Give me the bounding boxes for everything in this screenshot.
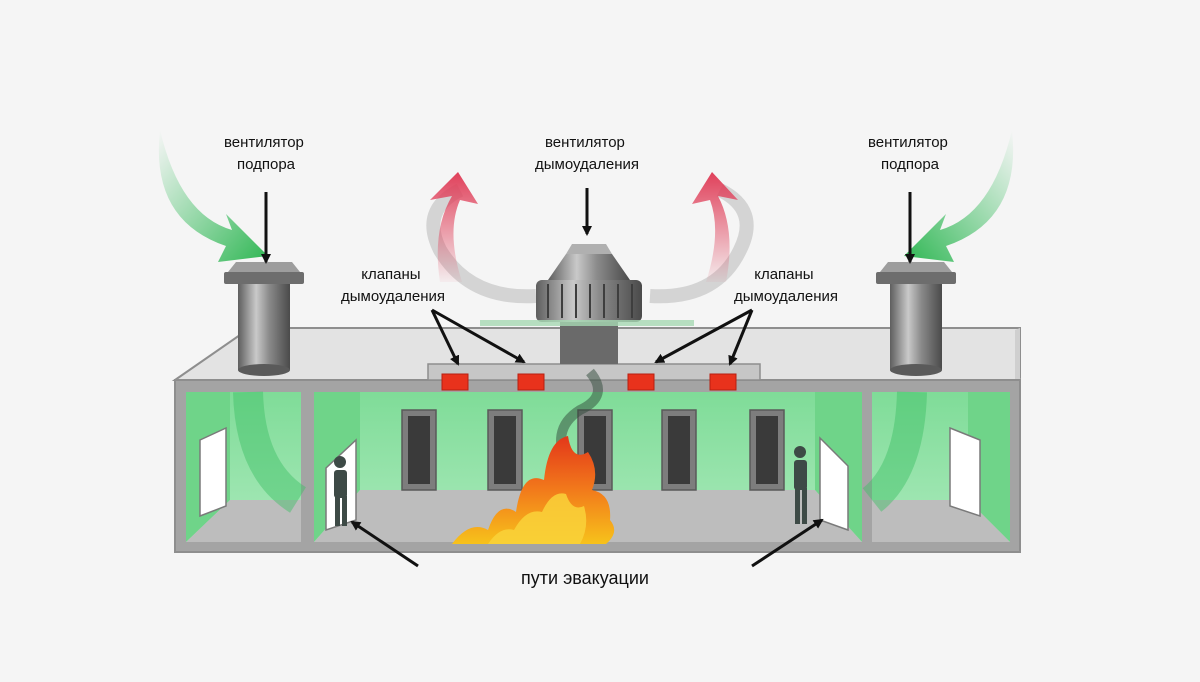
smoke-exhaust-left	[426, 172, 537, 304]
pointer-valve-3	[654, 308, 753, 364]
label-evacuation: пути эвакуации	[521, 568, 649, 588]
smoke-valves	[441, 373, 737, 391]
roof-side	[1015, 328, 1020, 380]
valve-2	[517, 373, 545, 391]
pointer-valve-4	[728, 309, 754, 366]
door-right-room	[949, 426, 981, 518]
label-supply-fan-right: вентилятор подпора	[868, 134, 952, 173]
smoke-exhaust-fan	[480, 244, 694, 364]
label-valves-left: клапаны дымоудаления	[341, 266, 445, 305]
left-stair-room	[186, 392, 301, 542]
supply-fan-right	[876, 262, 956, 376]
label-supply-fan-left: вентилятор подпора	[224, 134, 308, 173]
right-stair-room	[872, 392, 1010, 542]
fire	[452, 436, 615, 544]
valve-4	[709, 373, 737, 391]
pointer-evac-left	[350, 520, 419, 568]
door-left-room	[199, 426, 227, 518]
smoke-exhaust-right	[649, 172, 754, 304]
door-corridor-right	[819, 436, 849, 532]
person-left	[334, 456, 347, 526]
label-valves-right: клапаны дымоудаления	[734, 266, 838, 305]
supply-fan-left	[224, 262, 304, 376]
supply-flow-right	[862, 391, 927, 512]
pointer-arrows	[261, 188, 915, 568]
supply-flow-left	[233, 391, 307, 513]
pointer-valve-1	[430, 309, 460, 366]
labels: вентилятор подпора вентилятор дымоудален…	[224, 134, 952, 588]
pointer-valve-2	[431, 308, 526, 364]
supply-air-arrow-right	[904, 130, 1014, 262]
supply-air-arrow-left	[158, 130, 268, 262]
valve-3	[627, 373, 655, 391]
person-right	[794, 446, 807, 524]
label-smoke-fan: вентилятор дымоудаления	[535, 134, 639, 173]
pointer-evac-right	[751, 518, 824, 568]
valve-1	[441, 373, 469, 391]
